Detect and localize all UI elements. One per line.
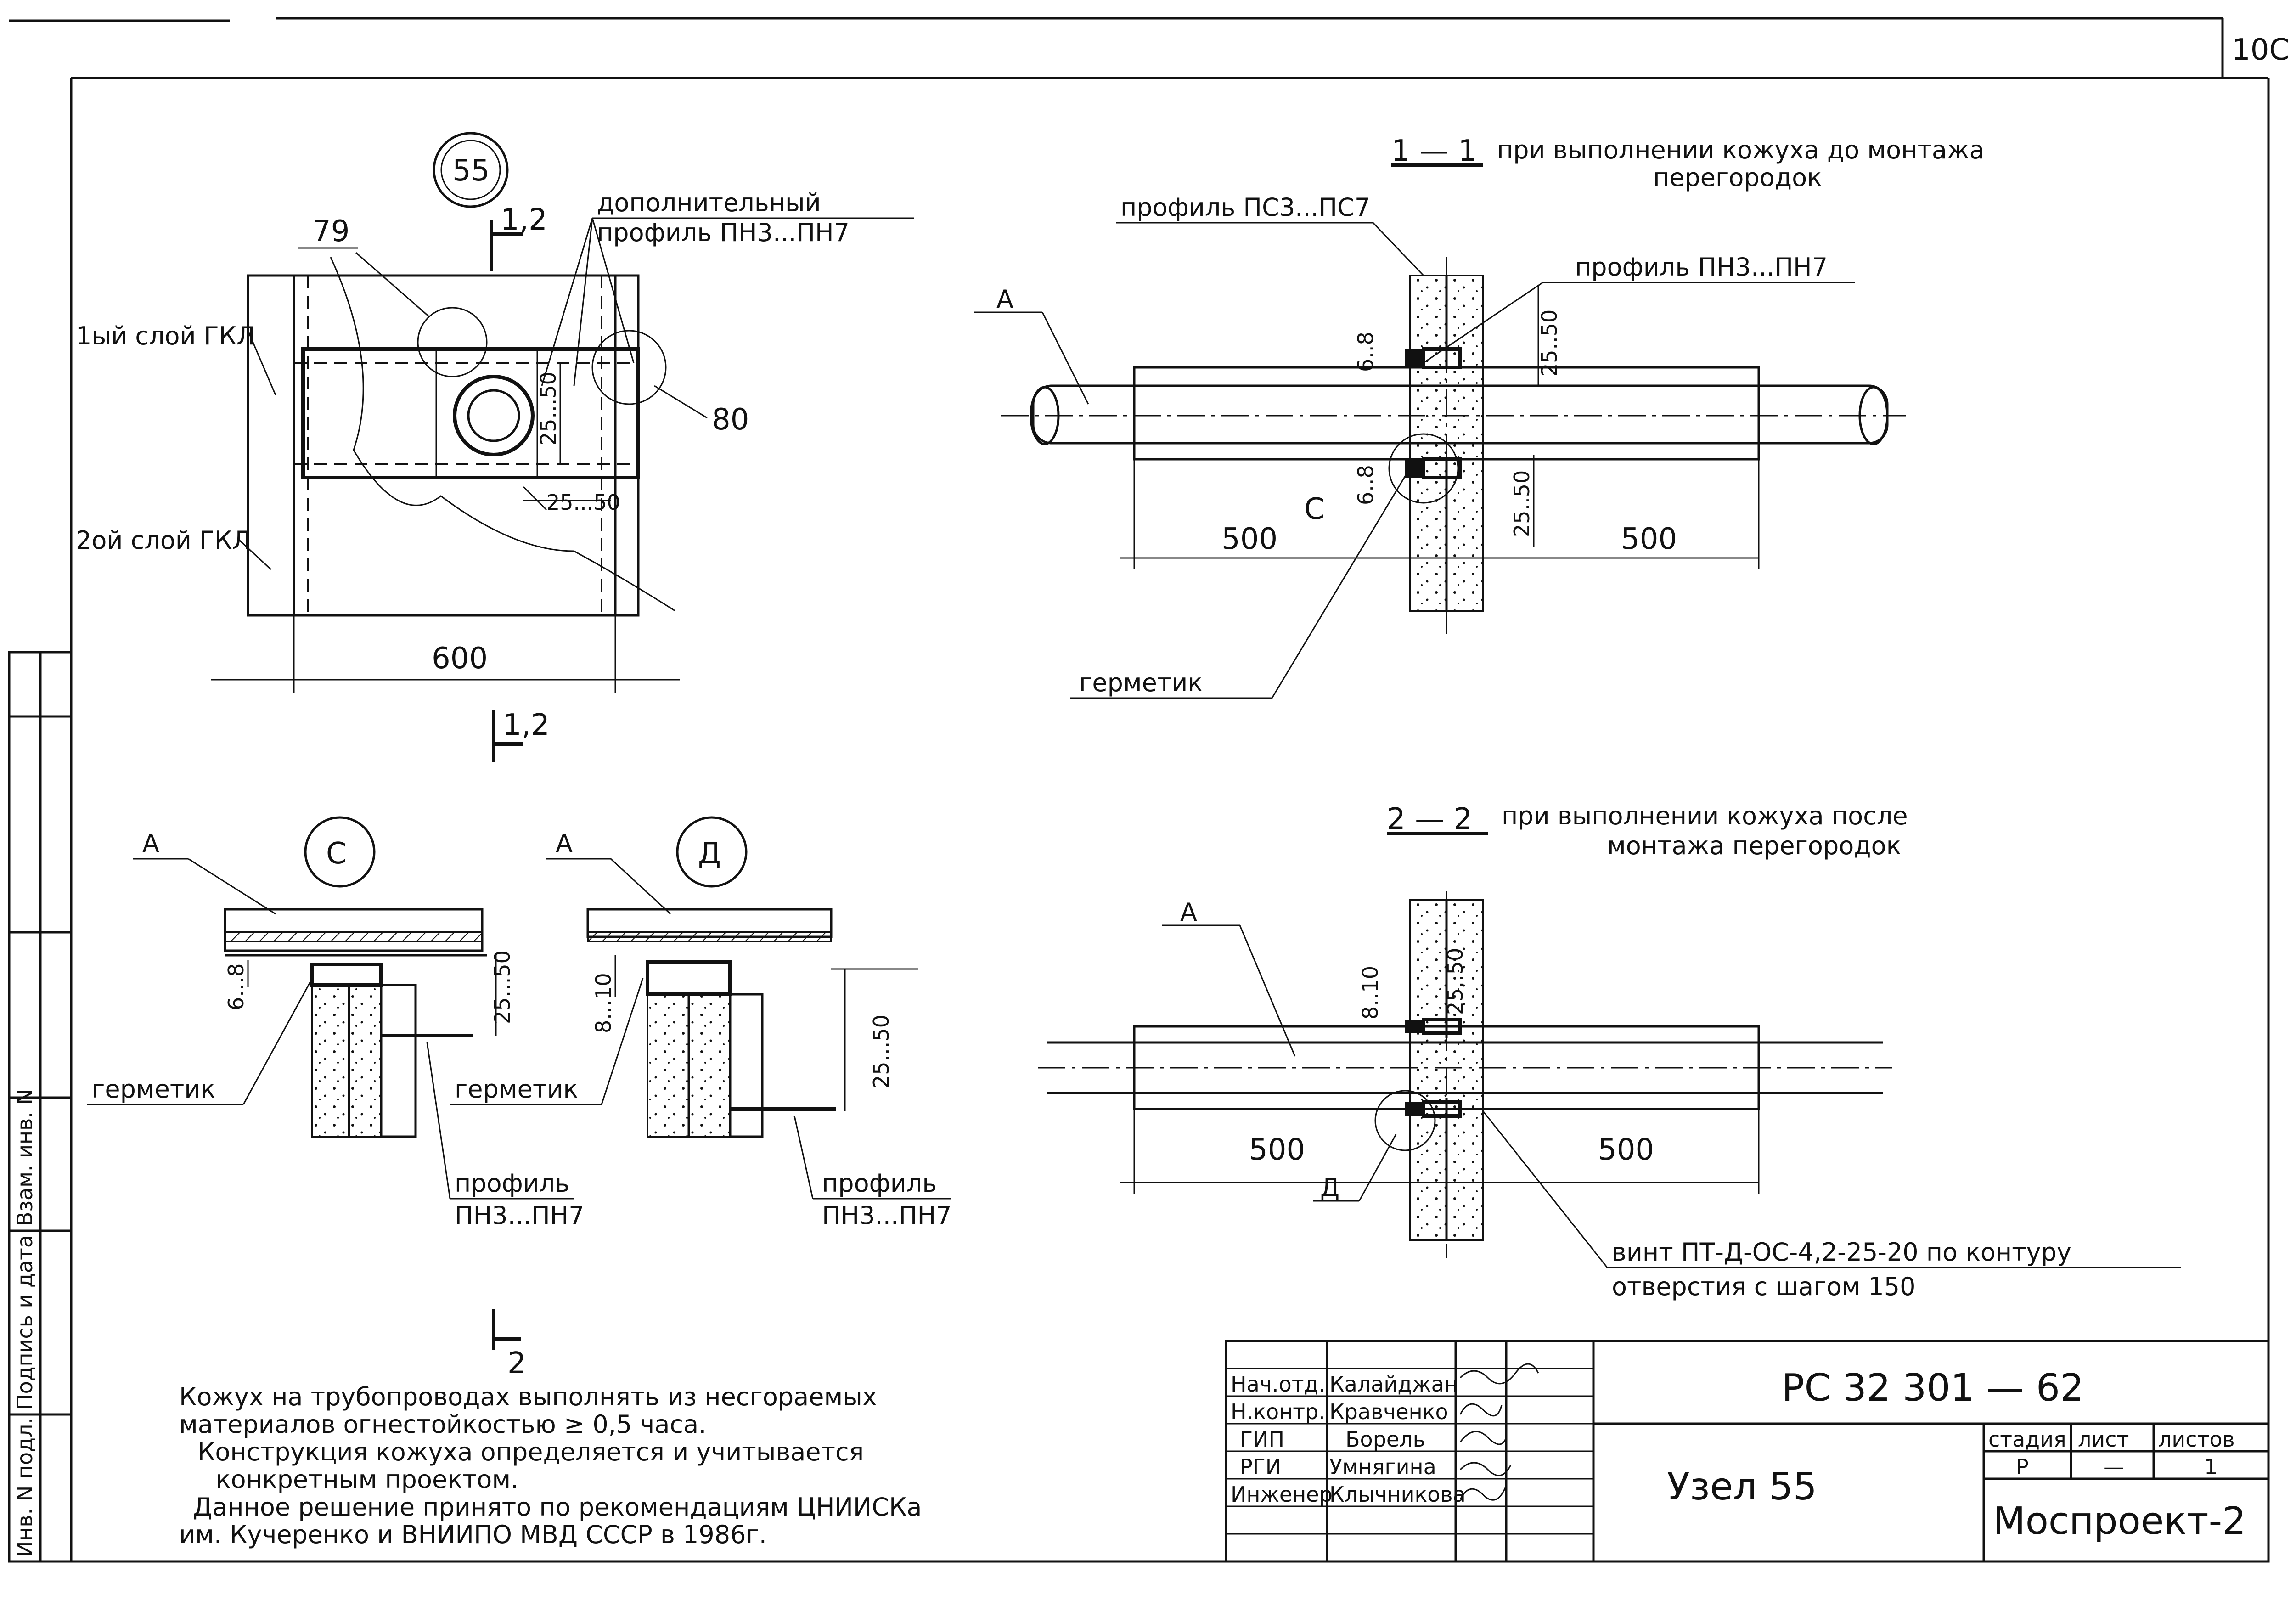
note-line-2: материалов огнестойкостью ≥ 0,5 часа. [179,1410,706,1439]
detail-d-profile-1: профиль [822,1169,937,1198]
note-line-5: Данное решение принято по рекомендациям … [193,1493,922,1521]
dim-600: 600 [432,642,488,676]
detail-c-sealant: герметик [92,1075,215,1104]
section-2-label-a: А [1180,898,1197,927]
detail-c-label-a: А [142,829,159,858]
detail-d-profile-2: ПН3...ПН7 [822,1201,952,1230]
detail-d-mark: Д [698,837,721,871]
dim-80: 80 [712,403,749,437]
side-stamp: Инв. N подл. Подпись и дата Взам. инв. N [8,651,73,1563]
role-4: РГИ [1240,1454,1281,1479]
sheet-title: Узел 55 [1667,1465,1817,1509]
section-1-label-c: С [1304,492,1325,526]
section-1-title-1: при выполнении кожуха до монтажа [1497,135,1985,164]
node-mark-circle [433,132,509,208]
detail-c-mark: С [326,837,347,871]
section-1-dim-25-50-bottom: 25..50 [1509,470,1534,537]
detail-d-dim-8-10: 8...10 [591,973,616,1033]
detail-d-dim-25-50: 25...50 [869,1014,894,1088]
stamp-inv-no: Инв. N подл. [12,1417,37,1557]
detail-c-dim-6-8: 6...8 [224,963,248,1010]
profile-label-1: дополнительный [597,188,821,217]
node-mark: 55 [452,154,490,188]
section-2-title-2: монтажа перегородок [1607,831,1901,860]
section-2-dim-25-50: 25..50 [1443,948,1468,1015]
section-1-dim-25-50-top: 25..50 [1537,310,1562,377]
role-3: ГИП [1240,1427,1284,1452]
section-mark-top: 1,2 [501,203,547,237]
section-2-dim-8-10: 8..10 [1358,966,1383,1020]
sheets-value: 1 [2204,1454,2217,1479]
layer2-label: 2ой слой ГКЛ [76,526,251,555]
role-5: Инженер [1231,1482,1333,1507]
layer1-label: 1ый слой ГКЛ [76,321,255,350]
section-1-title-2: перегородок [1653,163,1822,192]
section-1-dim-6-8-top: 6..8 [1353,332,1378,372]
name-1: Калайджан [1329,1372,1458,1397]
note-line-1: Кожух на трубопроводах выполнять из несг… [179,1382,877,1411]
note-line-6: им. Кучеренко и ВНИИПО МВД СССР в 1986г. [179,1520,767,1549]
detail-d-sealant: герметик [455,1075,578,1104]
name-5: Клычникова [1329,1482,1466,1507]
node-plan-view: 55 1,2 79 80 дополните [76,132,914,762]
section-1-label-a: А [996,285,1013,314]
stamp-replace-inv: Взам. инв. N [12,1089,37,1226]
section-2-title-1: при выполнении кожуха после [1502,801,1908,830]
name-4: Умнягина [1329,1454,1436,1479]
section-2-dim-500-left: 500 [1249,1133,1305,1167]
section-1-label-ps: профиль ПС3...ПС7 [1120,193,1370,222]
note-line-3: Конструкция кожуха определяется и учитыв… [197,1437,864,1466]
detail-c-dim-25-50: 25...50 [490,950,515,1024]
note-line-4: конкретным проектом. [216,1465,518,1494]
section-2-mark: 2 — 2 [1387,802,1472,836]
sheet-header: лист [2078,1427,2129,1452]
title-block: Нач.отд. Калайджан Н.контр. Кравченко ГИ… [1225,1340,2270,1563]
section-2-mark-small: 2 [507,1347,526,1380]
detail-d-label-a: А [556,829,573,858]
stage-value: Р [2016,1454,2029,1479]
section-1-mark: 1 — 1 [1391,134,1477,168]
role-2: Н.контр. [1231,1399,1325,1424]
sheets-header: листов [2158,1427,2235,1452]
document-code: РС 32 301 — 62 [1782,1366,2084,1410]
section-1-view: 1 — 1 при выполнении кожуха до монтажа п… [974,134,1985,699]
dim-25-50-horizontal: 25...50 [546,490,620,515]
stamp-signature-date: Подпись и дата [12,1235,37,1410]
dim-25-50-vertical: 25...50 [536,372,561,445]
organization: Моспроект-2 [1993,1499,2246,1543]
stage-header: стадия [1988,1427,2066,1452]
profile-label-2: профиль ПН3...ПН7 [597,218,850,247]
dim-79: 79 [312,214,349,248]
name-3: Борель [1345,1427,1425,1452]
section-2-dim-500-right: 500 [1598,1133,1654,1167]
section-1-sealant: герметик [1079,668,1203,697]
name-2: Кравченко [1329,1399,1448,1424]
section-2-view: 2 — 2 при выполнении кожуха после монтаж… [1038,801,2181,1301]
detail-c-profile-1: профиль [455,1169,569,1198]
section-1-dim-500-left: 500 [1221,522,1277,556]
notes: Кожух на трубопроводах выполнять из несг… [179,1382,922,1549]
section-mark-bottom: 1,2 [503,708,550,742]
sheet-value: — [2103,1454,2124,1479]
section-1-dim-6-8-bottom: 6..8 [1353,465,1378,505]
sheet-frame [9,17,2270,1563]
section-1-dim-500-right: 500 [1621,522,1677,556]
detail-d-view: Д А 8...10 25...50 герметик профиль ПН3.… [450,816,952,1230]
detail-c-view: С А 6...8 25...50 герметик профиль ПН3..… [87,816,585,1230]
section-1-label-pn: профиль ПН3...ПН7 [1575,253,1828,282]
detail-c-profile-2: ПН3...ПН7 [455,1201,585,1230]
section-2-label-d: Д [1320,1173,1339,1202]
section-2-screw-1: винт ПТ-Д-ОС-4,2-25-20 по контуру [1612,1238,2071,1267]
page-number: 10С [2232,33,2290,67]
role-1: Нач.отд. [1231,1372,1325,1397]
section-2-screw-2: отверстия с шагом 150 [1612,1272,1915,1301]
